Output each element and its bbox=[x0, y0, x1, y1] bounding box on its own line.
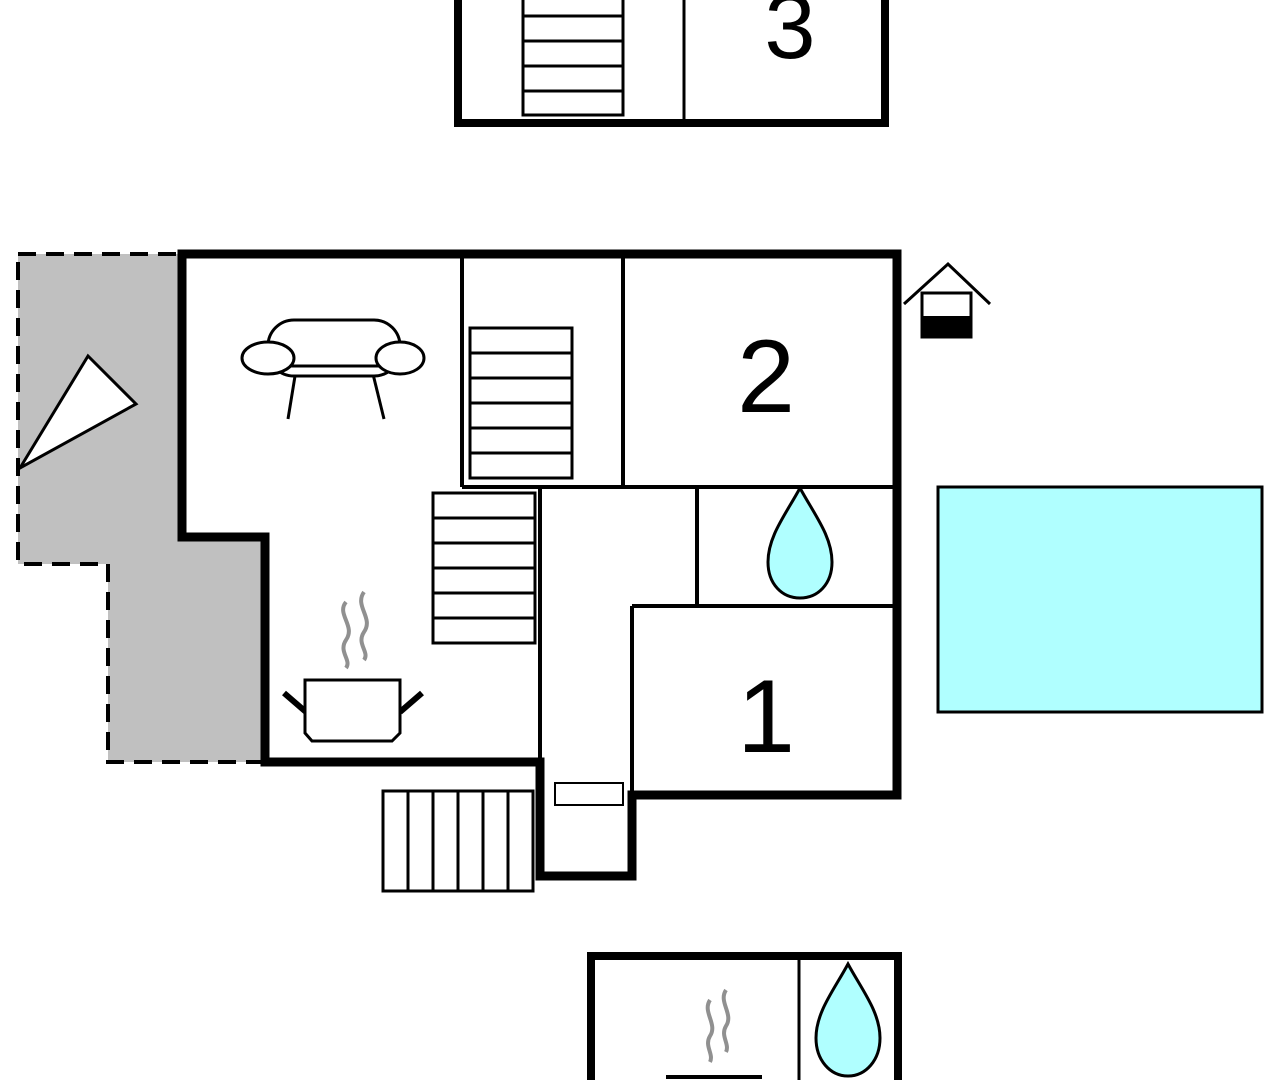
stairs-icon bbox=[468, 326, 574, 480]
lower-floor bbox=[587, 952, 902, 1080]
upper-floor: 3 bbox=[454, 0, 889, 127]
pool bbox=[936, 485, 1264, 714]
stairs-icon bbox=[521, 0, 625, 117]
stairs-icon bbox=[381, 789, 535, 893]
parasol-icon bbox=[15, 353, 139, 473]
room-number-1: 1 bbox=[737, 659, 795, 775]
sofa-icon bbox=[240, 318, 426, 420]
main-floor: 2 1 bbox=[177, 249, 902, 881]
stairs-icon bbox=[431, 491, 537, 645]
water-drop-icon bbox=[766, 484, 834, 600]
cooking-pot-icon bbox=[666, 988, 762, 1079]
room-number-2: 2 bbox=[737, 319, 795, 435]
entrance-door bbox=[554, 782, 624, 806]
cooking-pot-icon bbox=[282, 590, 424, 743]
interior-walls bbox=[460, 258, 895, 795]
water-drop-icon bbox=[814, 960, 882, 1078]
room-number-3: 3 bbox=[764, 0, 815, 78]
house-entrance-icon bbox=[902, 261, 992, 339]
